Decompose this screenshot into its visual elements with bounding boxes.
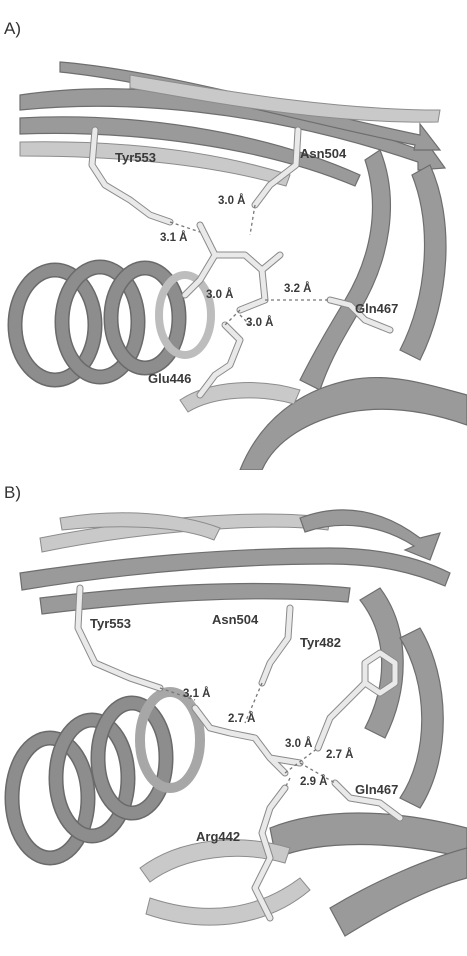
distance-label: 2.7 Å — [228, 712, 256, 725]
panel-b: B) — [0, 478, 467, 956]
residue-label-glu446: Glu446 — [148, 371, 191, 386]
residue-label-gln467: Gln467 — [355, 301, 398, 316]
distance-label: 3.0 Å — [285, 737, 313, 750]
helix-a — [15, 267, 211, 380]
distance-label: 3.1 Å — [160, 231, 188, 244]
residue-label-tyr482: Tyr482 — [300, 635, 341, 650]
distance-label: 3.1 Å — [183, 687, 211, 700]
distance-label: 3.0 Å — [206, 288, 234, 301]
residue-label-tyr553: Tyr553 — [115, 150, 156, 165]
residue-label-arg442: Arg442 — [196, 829, 240, 844]
distance-label: 2.9 Å — [300, 775, 328, 788]
distance-label: 2.7 Å — [326, 748, 354, 761]
residue-label-tyr553: Tyr553 — [90, 616, 131, 631]
residue-label-asn504: Asn504 — [300, 146, 347, 161]
panel-b-structure: B) — [0, 478, 467, 956]
distance-label: 3.0 Å — [218, 194, 246, 207]
residue-label-gln467: Gln467 — [355, 782, 398, 797]
panel-b-label: B) — [4, 483, 21, 502]
panel-a-label: A) — [4, 19, 21, 38]
panel-a-structure: A) — [0, 0, 467, 470]
helix-b — [12, 692, 200, 858]
distance-label: 3.2 Å — [284, 282, 312, 295]
panel-a: A) — [0, 0, 467, 470]
distance-label: 3.0 Å — [246, 316, 274, 329]
residue-label-asn504: Asn504 — [212, 612, 259, 627]
